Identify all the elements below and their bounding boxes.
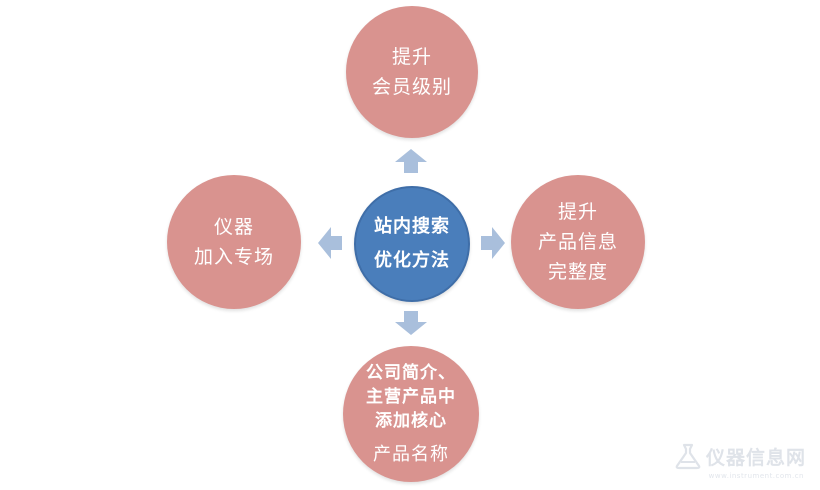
node-bottom-line-4: 产品名称: [373, 444, 449, 465]
arrow-right-icon: [481, 227, 505, 259]
logo-icon: [675, 443, 701, 470]
node-top-line-2: 会员级别: [371, 76, 452, 98]
node-left-line-1: 仪器: [213, 216, 254, 238]
node-left-line-2: 加入专场: [193, 246, 274, 268]
node-center-line-2: 优化方法: [374, 250, 450, 271]
node-center: 站内搜索 优化方法: [354, 186, 470, 302]
arrow-up-icon: [395, 149, 427, 173]
node-right-line-2: 产品信息: [537, 231, 618, 253]
node-left: 仪器 加入专场: [167, 175, 301, 309]
arrow-left-icon: [318, 227, 342, 259]
watermark-text: 仪器信息网: [705, 446, 806, 469]
node-top: 提升 会员级别: [346, 6, 478, 138]
node-bottom-line-3: 添加核心: [375, 411, 447, 431]
node-bottom-line-2: 主营产品中: [366, 387, 456, 407]
node-right-line-3: 完整度: [547, 261, 608, 283]
watermark-url: www.instrument.com.cn: [708, 472, 804, 480]
node-center-line-1: 站内搜索: [374, 216, 450, 237]
node-top-line-1: 提升: [391, 46, 432, 68]
arrow-down-icon: [395, 311, 427, 335]
node-bottom-line-1: 公司简介、: [366, 363, 456, 383]
node-right: 提升 产品信息 完整度: [511, 175, 645, 309]
node-right-line-1: 提升: [557, 201, 598, 223]
watermark: 仪器信息网 www.instrument.com.cn: [674, 442, 806, 480]
node-bottom: 公司简介、 主营产品中 添加核心 产品名称: [343, 346, 479, 482]
